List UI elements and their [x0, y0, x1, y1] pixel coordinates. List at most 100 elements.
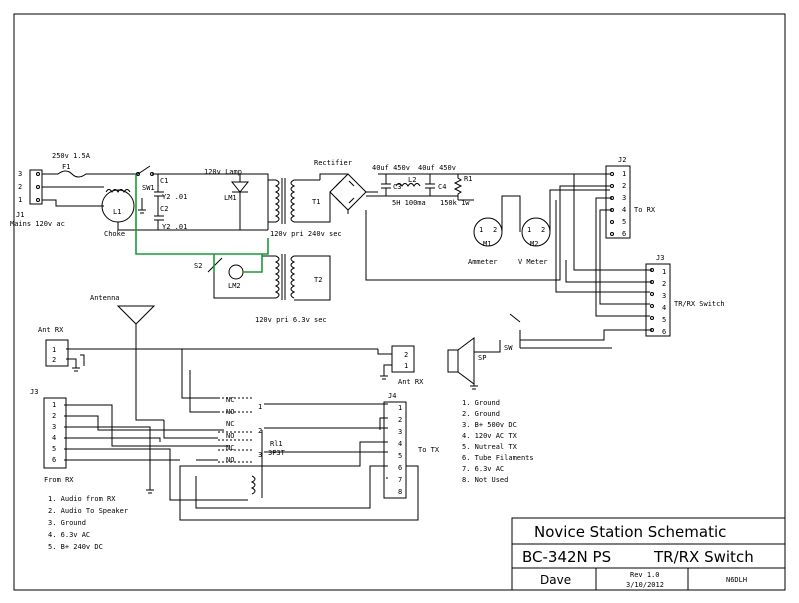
rectifier-bridge	[310, 173, 378, 223]
svg-text:NO: NO	[226, 432, 234, 440]
m1-ref: M1	[483, 240, 491, 248]
choke-ref: L1	[113, 208, 121, 216]
m2-ref: M2	[530, 240, 538, 248]
speaker-sp: SP	[447, 337, 501, 390]
svg-text:4. 6.3v AC: 4. 6.3v AC	[48, 531, 90, 539]
svg-text:1: 1	[662, 268, 666, 276]
svg-text:1: 1	[398, 404, 402, 412]
svg-text:1: 1	[18, 196, 22, 204]
j2-connector: J2 1 2 3 4 5 6 To RX	[605, 156, 656, 239]
svg-text:NC: NC	[226, 396, 234, 404]
ant-rx-left-label: Ant RX	[38, 326, 64, 334]
svg-text:6: 6	[398, 464, 402, 472]
svg-text:4: 4	[622, 206, 626, 214]
rx-pinout-list: 1. Audio from RX 2. Audio To Speaker 3. …	[48, 495, 128, 551]
svg-text:8: 8	[398, 488, 402, 496]
svg-text:1: 1	[258, 403, 262, 411]
svg-text:4: 4	[52, 434, 56, 442]
svg-text:2: 2	[52, 412, 56, 420]
m2-label: V Meter	[518, 258, 548, 266]
svg-text:4: 4	[398, 440, 402, 448]
j1-label: Mains 120v ac	[10, 220, 65, 228]
svg-text:2: 2	[493, 226, 497, 234]
svg-text:4. 120v AC TX: 4. 120v AC TX	[462, 432, 518, 440]
svg-text:NO: NO	[226, 408, 234, 416]
svg-text:1: 1	[622, 170, 626, 178]
svg-text:1. Ground: 1. Ground	[462, 399, 500, 407]
svg-text:2: 2	[52, 356, 56, 364]
j2-ref: J2	[618, 156, 626, 164]
choke-label: Choke	[104, 230, 125, 238]
svg-text:1. Audio from RX: 1. Audio from RX	[48, 495, 116, 503]
svg-text:1: 1	[479, 226, 483, 234]
svg-text:5: 5	[662, 316, 666, 324]
svg-text:1: 1	[52, 401, 56, 409]
j2-label: To RX	[634, 206, 656, 214]
svg-text:2: 2	[398, 416, 402, 424]
sw1-ref: SW1	[142, 184, 155, 192]
svg-text:4: 4	[662, 304, 666, 312]
title-block: Novice Station Schematic BC-342N PS TR/R…	[511, 517, 786, 591]
choke-l1: L1 Choke	[101, 173, 136, 238]
svg-text:1: 1	[52, 346, 56, 354]
ant-rx-right-label: Ant RX	[398, 378, 424, 386]
svg-text:3. Ground: 3. Ground	[48, 519, 86, 527]
svg-text:3: 3	[662, 292, 666, 300]
svg-text:NC: NC	[226, 444, 234, 452]
svg-text:6: 6	[52, 456, 56, 464]
relay-ref: Rl1	[270, 440, 283, 448]
svg-text:2: 2	[258, 427, 262, 435]
svg-text:6. Tube Filaments: 6. Tube Filaments	[462, 454, 534, 462]
svg-text:NC: NC	[226, 420, 234, 428]
j3-right-label: TR/RX Switch	[674, 300, 725, 308]
j4-label: To TX	[418, 446, 440, 454]
lm2-ref: LM2	[228, 282, 241, 290]
svg-text:3: 3	[52, 423, 56, 431]
svg-text:7. 6.3v AC: 7. 6.3v AC	[462, 465, 504, 473]
callsign: N6DLH	[726, 576, 747, 584]
date: 3/10/2012	[626, 581, 664, 589]
svg-text:5. Nutreal TX: 5. Nutreal TX	[462, 443, 518, 451]
c2-ref: C2	[160, 205, 168, 213]
svg-text:5: 5	[398, 452, 402, 460]
tx-pinout-list: 1. Ground 2. Ground 3. B+ 500v DC 4. 120…	[462, 399, 534, 484]
title: Novice Station Schematic	[534, 523, 726, 541]
svg-text:1: 1	[404, 362, 408, 370]
svg-text:3: 3	[258, 451, 262, 459]
relay-rl1: NC NO NC NO NC NO 1 2 3 Rl1 3P3T	[218, 396, 286, 498]
subtitle-left: BC-342N PS	[522, 548, 611, 566]
t1-ref: T1	[312, 198, 320, 206]
m1-label: Ammeter	[468, 258, 498, 266]
svg-text:3. B+ 500v DC: 3. B+ 500v DC	[462, 421, 517, 429]
r1-val: 150k 1w	[440, 199, 470, 207]
s2-ref: S2	[194, 262, 202, 270]
j1-ref: J1	[16, 211, 24, 219]
j1-connector: 3 2 1 J1 Mains 120v ac	[10, 169, 65, 228]
c3-ref: C3	[393, 183, 401, 191]
svg-text:2: 2	[404, 351, 408, 359]
author: Dave	[540, 573, 571, 587]
c3-val: 40uf 450v	[372, 164, 410, 172]
svg-text:7: 7	[398, 476, 402, 484]
l2-ref: L2	[408, 176, 416, 184]
green-neutral-wire	[135, 174, 269, 273]
relay-type: 3P3T	[268, 449, 286, 457]
meter-m2: 1 2 M2 V Meter	[518, 217, 551, 266]
r1-ref: R1	[464, 175, 472, 183]
lamp-label: 120v Lamp	[204, 168, 242, 176]
svg-text:2: 2	[662, 280, 666, 288]
rectifier-label: Rectifier	[314, 159, 352, 167]
j3-left-ref: J3	[30, 388, 38, 396]
svg-text:2: 2	[541, 226, 545, 234]
svg-text:2: 2	[18, 183, 22, 191]
l2-val: 5H 100ma	[392, 199, 426, 207]
svg-text:5: 5	[622, 218, 626, 226]
drawing-border	[13, 13, 786, 591]
c1-val: Y2 .01	[162, 193, 187, 201]
sp-ref: SP	[478, 354, 486, 362]
t2-ref: T2	[314, 276, 322, 284]
fuse-rating: 250v 1.5A	[52, 152, 91, 160]
j3-right-ref: J3	[656, 254, 664, 262]
j3-left-label: From RX	[44, 476, 74, 484]
